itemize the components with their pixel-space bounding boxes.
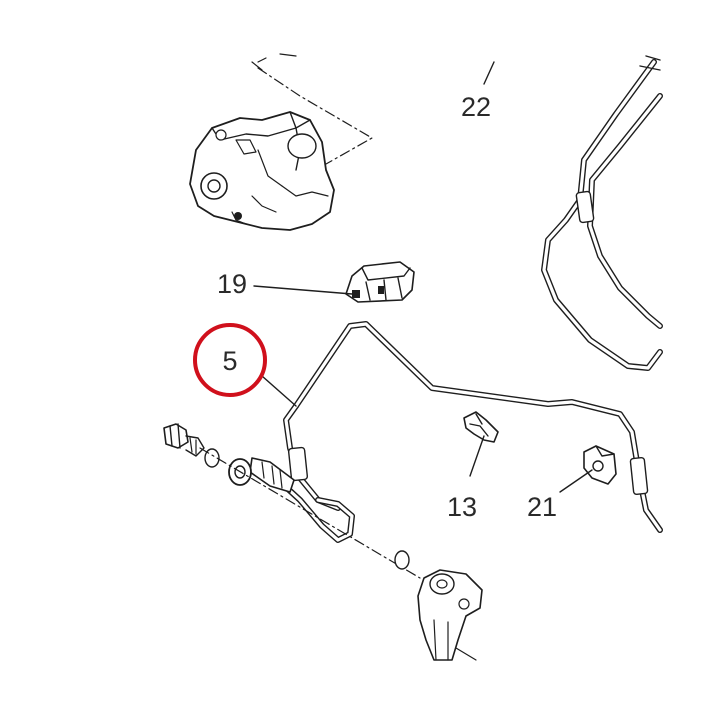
hose-fitting-loop	[249, 457, 355, 543]
callout-22: 22	[461, 92, 491, 122]
banjo-bolt-assembly	[163, 423, 252, 486]
callout-19: 19	[217, 269, 247, 299]
part-19-clip	[345, 261, 415, 303]
brake-caliper-illustration	[189, 111, 335, 231]
callout-21: 21	[527, 492, 557, 522]
master-cylinder-illustration	[394, 550, 483, 661]
part-21-clip	[583, 445, 617, 485]
part-13-clip	[463, 411, 499, 443]
callout-5: 5	[222, 346, 237, 376]
leader-lines	[253, 61, 593, 493]
upper-hose-loop	[541, 55, 663, 371]
callout-13: 13	[447, 492, 477, 522]
part-5-brake-line	[283, 321, 663, 533]
highlight-circle	[193, 323, 267, 397]
